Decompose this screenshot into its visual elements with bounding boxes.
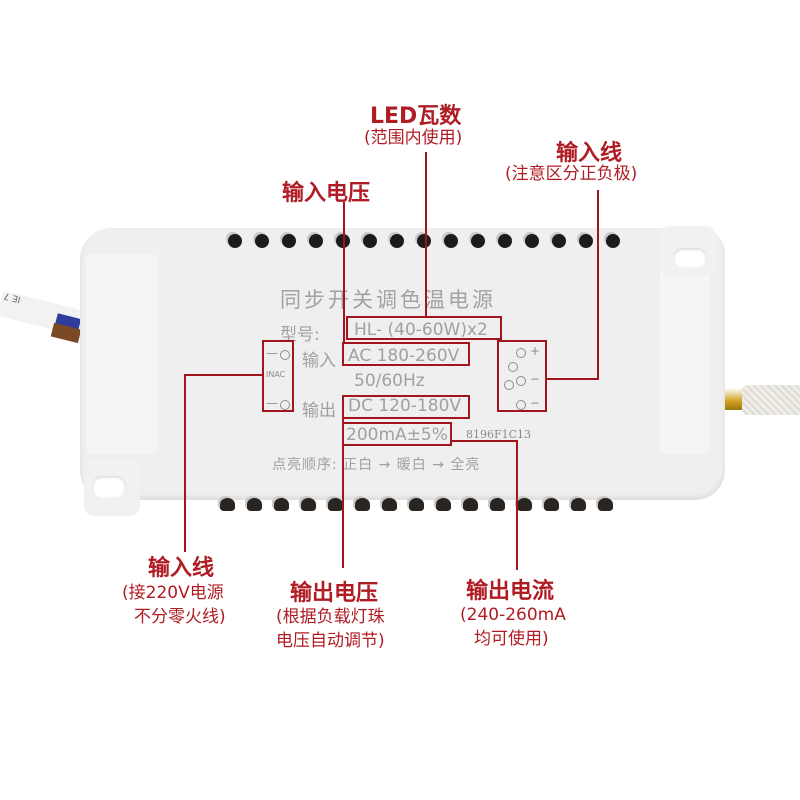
dc-terminal-icon: [516, 400, 526, 410]
vent-slot: [255, 234, 269, 248]
annotation-input-wire-left-line2: 不分零火线): [134, 607, 226, 627]
dc-terminal-highlight-box: [497, 340, 547, 412]
output-voltage-highlight-box: [342, 395, 470, 419]
ac-terminal-icon: [280, 350, 290, 360]
vent-slot: [409, 498, 424, 511]
vent-slot: [436, 498, 451, 511]
leader-input-wire-left-h: [184, 374, 264, 376]
vent-slot: [571, 498, 586, 511]
mounting-hole-left: [92, 476, 126, 498]
led-symbol-icon: [504, 380, 514, 390]
frequency-value: 50/60Hz: [354, 371, 425, 391]
vent-slot: [355, 498, 370, 511]
minus-sign: −: [530, 372, 541, 386]
vent-slot: [444, 234, 458, 248]
vent-slot: [247, 498, 262, 511]
model-value: HL- (40-60W)x2: [354, 320, 488, 340]
annotation-input-voltage-title: 输入电压: [282, 181, 371, 206]
output-cable-sleeve: [742, 385, 800, 415]
annotation-output-current-title: 输出电流: [466, 579, 555, 604]
product-name: 同步开关调色温电源: [280, 288, 496, 312]
ac-terminal-dash: —: [266, 346, 278, 360]
annotation-input-wire-left-title: 输入线: [148, 556, 215, 581]
annotation-output-current-line2: 均可使用): [474, 629, 549, 649]
vent-slot: [517, 498, 532, 511]
top-vents: [228, 234, 620, 248]
ac-terminal-dash: —: [266, 396, 278, 410]
annotation-output-voltage-line1: (根据负载灯珠: [276, 607, 385, 627]
model-highlight-box: [346, 316, 502, 340]
output-voltage-value: DC 120-180V: [348, 396, 462, 416]
output-wire-core: [723, 388, 745, 410]
vent-slot: [606, 234, 620, 248]
annotation-output-current-line1: (240-260mA: [460, 605, 566, 625]
vent-slot: [552, 234, 566, 248]
ac-terminal-icon: [280, 400, 290, 410]
vent-slot: [598, 498, 613, 511]
bottom-vents: [220, 498, 613, 511]
annotation-output-voltage-line2: 电压自动调节): [276, 631, 385, 651]
leader-output-voltage: [342, 418, 344, 568]
vent-slot: [228, 234, 242, 248]
vent-slot: [382, 498, 397, 511]
output-current-highlight-box: [342, 422, 452, 446]
leader-input-wire-right: [597, 190, 599, 380]
ac-terminal-label: INAC: [266, 370, 286, 379]
vent-slot: [282, 234, 296, 248]
vent-slot: [490, 498, 505, 511]
vent-slot: [525, 234, 539, 248]
vent-slot: [328, 498, 343, 511]
annotation-led-wattage-subtitle: (范围内使用): [364, 128, 463, 148]
vent-slot: [463, 498, 478, 511]
vent-slot: [498, 234, 512, 248]
lighting-sequence: 点亮顺序: 正白 → 暖白 → 全亮: [272, 457, 481, 473]
plus-sign: +: [530, 344, 541, 358]
minus-sign: −: [530, 396, 541, 410]
vent-slot: [309, 234, 323, 248]
output-label: 输出: [302, 401, 336, 421]
input-voltage-value: AC 180-260V: [348, 346, 460, 366]
vent-slot: [301, 498, 316, 511]
annotation-led-wattage-title: LED瓦数: [370, 104, 462, 129]
serial-number: 8196F1C13: [466, 428, 532, 441]
vent-slot: [363, 234, 377, 248]
input-voltage-highlight-box: [342, 342, 470, 366]
dc-terminal-icon: [516, 348, 526, 358]
leader-input-voltage: [343, 202, 345, 342]
vent-slot: [471, 234, 485, 248]
vent-slot: [390, 234, 404, 248]
led-driver-device: 同步开关调色温电源 型号: HL- (40-60W)x2 输入 AC 180-2…: [80, 226, 725, 518]
vent-slot: [274, 498, 289, 511]
led-symbol-icon: [508, 362, 518, 372]
vent-slot: [579, 234, 593, 248]
output-current-value: 200mA±5%: [346, 425, 448, 445]
leader-input-wire-right-h: [547, 378, 599, 380]
right-side-panel: [660, 254, 710, 454]
vent-slot: [417, 234, 431, 248]
vent-slot: [220, 498, 235, 511]
annotation-input-wire-right-title: 输入线: [556, 141, 623, 166]
leader-output-current: [516, 440, 518, 570]
mounting-hole-right: [673, 248, 707, 268]
left-side-panel: [86, 254, 158, 454]
input-label: 输入: [302, 351, 336, 371]
leader-input-wire-left: [184, 374, 186, 552]
vent-slot: [544, 498, 559, 511]
leader-led-wattage: [425, 152, 427, 317]
annotation-input-wire-left-line1: (接220V电源: [122, 583, 224, 603]
annotation-output-voltage-title: 输出电压: [290, 581, 379, 606]
ac-terminal-highlight-box: [262, 340, 294, 412]
dc-terminal-icon: [516, 376, 526, 386]
leader-output-current-h: [452, 440, 518, 442]
annotation-input-wire-right-subtitle: (注意区分正负极): [505, 164, 638, 184]
